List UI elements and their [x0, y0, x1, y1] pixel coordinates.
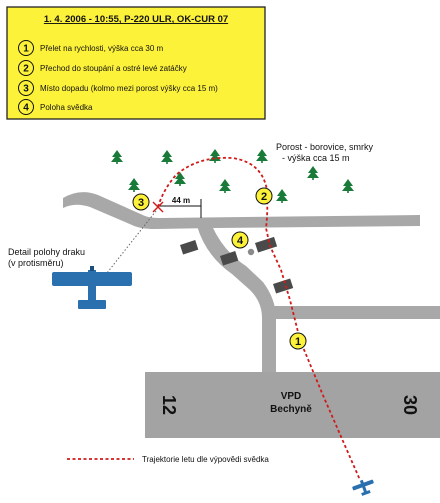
vegetation-label-line1: Porost - borovice, smrky	[276, 142, 374, 152]
legend-marker-number: 2	[23, 64, 29, 75]
buildings	[180, 236, 294, 294]
building	[273, 278, 294, 294]
legend-item-2: 2 Přechod do stoupání a ostré levé zatáč…	[18, 60, 187, 76]
building	[255, 236, 278, 253]
tree-icon	[307, 166, 319, 180]
legend-title: 1. 4. 2006 - 10:55, P-220 ULR, OK-CUR 07	[44, 14, 228, 25]
legend-marker-3	[18, 80, 34, 96]
marker-number: 1	[295, 336, 301, 348]
detail-label-line1: Detail polohy draku	[8, 247, 85, 257]
runway: 12 30 VPD Bechyně	[145, 372, 440, 438]
runway-name-line2: Bechyně	[270, 404, 312, 415]
tree-icon	[256, 149, 268, 163]
legend-item-3: 3 Místo dopadu (kolmo mezi porost výšky …	[18, 80, 218, 96]
roads	[63, 192, 440, 372]
legend-marker-number: 3	[23, 84, 29, 95]
legend-item-1: 1 Přelet na rychlosti, výška cca 30 m	[18, 40, 163, 56]
marker-1: 1	[289, 332, 307, 350]
legend-marker-number: 1	[23, 44, 29, 55]
legend-marker-number: 4	[23, 103, 29, 114]
trajectory-legend-label: Trajektorie letu dle výpovědi svědka	[142, 455, 269, 464]
distance-label: 44 m	[172, 196, 190, 205]
runway-name-line1: VPD	[281, 391, 302, 402]
legend-marker-2	[18, 60, 34, 76]
legend-item-label: Poloha svědka	[40, 103, 93, 112]
legend-item-label: Přechod do stoupání a ostré levé zatáčky	[40, 64, 187, 73]
tree-icon	[276, 189, 288, 203]
tree-icon	[161, 150, 173, 164]
side-road	[197, 226, 276, 372]
runway-number-left: 12	[159, 395, 179, 415]
marker-number: 2	[261, 191, 267, 203]
legend-item-label: Místo dopadu (kolmo mezi porost výšky cc…	[40, 84, 218, 93]
legend-marker-1	[18, 40, 34, 56]
airplane-approach-icon	[352, 479, 374, 496]
tree-icon	[128, 178, 140, 192]
witness-dot	[247, 248, 255, 256]
marker-3: 3	[132, 193, 150, 211]
distance-measure: 44 m	[157, 196, 202, 218]
detail-label-line2: (v protisměru)	[8, 258, 64, 268]
trees	[111, 149, 354, 203]
building	[220, 251, 239, 266]
runway-connector	[272, 306, 440, 319]
tree-icon	[111, 150, 123, 164]
impact-mark	[152, 201, 164, 213]
legend-item-label: Přelet na rychlosti, výška cca 30 m	[40, 44, 163, 53]
legend-box: 1. 4. 2006 - 10:55, P-220 ULR, OK-CUR 07…	[6, 6, 266, 120]
building	[180, 240, 199, 255]
vegetation-label-line2: - výška cca 15 m	[282, 153, 350, 163]
legend-marker-4	[18, 99, 34, 115]
tree-icon	[342, 179, 354, 193]
legend-item-4: 4 Poloha svědka	[18, 99, 93, 115]
tree-icon	[219, 179, 231, 193]
main-road	[63, 192, 420, 229]
marker-2: 2	[255, 187, 273, 205]
detail-pointer	[102, 210, 157, 279]
tree-icon	[209, 149, 221, 163]
trajectory-legend: Trajektorie letu dle výpovědi svědka	[67, 455, 269, 464]
runway-number-right: 30	[400, 395, 420, 415]
marker-number: 3	[138, 197, 144, 209]
marker-number: 4	[237, 235, 244, 247]
marker-4: 4	[231, 231, 249, 249]
tree-icon	[174, 172, 186, 186]
airplane-detail-icon	[52, 266, 132, 309]
